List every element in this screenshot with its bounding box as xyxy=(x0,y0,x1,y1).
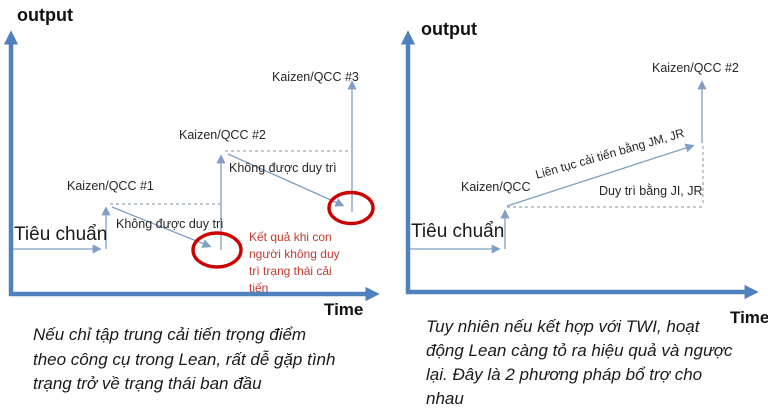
left-output-axis-label: output xyxy=(17,5,73,25)
left-failure-circle-1 xyxy=(191,231,243,269)
right-maintain-label: Duy trì bằng JI, JR xyxy=(599,184,703,198)
right-time-axis-label: Time xyxy=(730,308,768,327)
left-decline-arrow-1 xyxy=(111,206,212,248)
right-kaizen-label: Kaizen/QCC xyxy=(461,180,531,194)
left-failure-circle-2 xyxy=(327,190,375,226)
right-improve-arrow xyxy=(506,143,695,207)
right-caption: Tuy nhiên nếu kết hợp với TWI, hoạt động… xyxy=(426,317,733,408)
right-chart-lines xyxy=(400,30,759,300)
right-standard-label: Tiêu chuẩn xyxy=(411,221,505,242)
left-time-axis-label: Time xyxy=(324,300,364,319)
right-output-axis-label: output xyxy=(421,19,477,39)
left-caption: Nếu chỉ tập trung cải tiến trọng điểm th… xyxy=(33,325,336,393)
left-standard-label: Tiêu chuẩn xyxy=(14,224,108,245)
right-kaizen2-label: Kaizen/QCC #2 xyxy=(652,61,739,75)
left-not-maintained-label-2: Không được duy trì xyxy=(229,161,337,175)
left-not-maintained-label-1: Không được duy trì xyxy=(116,217,224,231)
left-failure-note: Kết quả khi con người không duy trì trạn… xyxy=(249,230,340,295)
left-chart-lines xyxy=(3,30,380,302)
left-kaizen3-label: Kaizen/QCC #3 xyxy=(272,70,359,84)
left-decline-arrow-2 xyxy=(227,153,345,207)
left-kaizen1-label: Kaizen/QCC #1 xyxy=(67,179,154,193)
left-kaizen2-label: Kaizen/QCC #2 xyxy=(179,128,266,142)
